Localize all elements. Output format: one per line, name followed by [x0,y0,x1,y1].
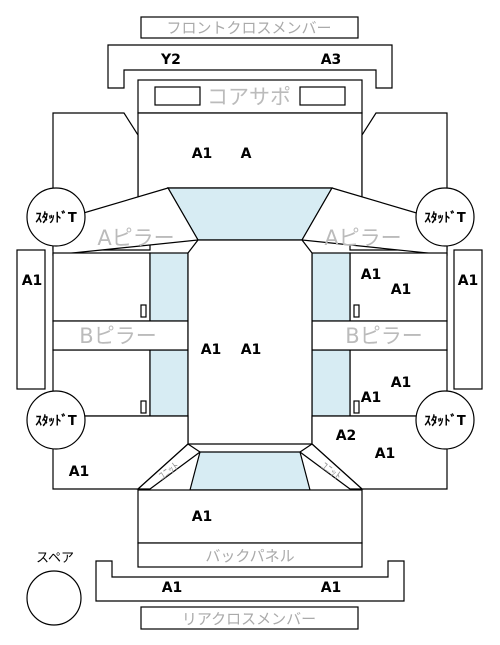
rear-member-bracket [95,560,405,602]
front-cross-member-label: フロントクロスメンバー [166,19,331,37]
right-side-panel [453,249,483,390]
left-rear-door-handle [140,400,147,414]
right-rear-door-grade-b: A1 [361,390,382,406]
left-front-window [149,252,189,322]
roof-right-grade: A1 [241,342,262,358]
b-pillar-right-label: Bピラー [345,324,422,348]
right-strut-mount [298,443,364,490]
headlight-left [154,86,201,106]
trunk-lid [137,489,363,544]
stud-rear-left-label: ｽﾀｯﾄﾞT [35,413,77,429]
stud-front-left-circle [26,187,86,247]
right-quarter-grade-b: A1 [375,446,396,462]
right-quarter-grade-a: A2 [336,428,357,444]
rear-member-right-grade: A1 [321,580,342,596]
right-rear-door-grade-a: A1 [391,375,412,391]
right-front-window [311,252,351,322]
stud-rear-right-circle [415,390,475,450]
spare-label: スペア [36,551,74,566]
right-front-door-grade-b: A1 [391,282,412,298]
right-front-door-handle [353,304,360,318]
back-panel-box [137,542,363,568]
stud-front-right-circle [415,187,475,247]
left-front-door-handle [140,304,147,318]
left-side-panel-grade: A1 [22,273,43,289]
right-rear-window [311,349,351,417]
front-cross-member-box [140,16,359,39]
right-rear-door-handle [353,400,360,414]
front-member-left-grade: Y2 [160,52,181,68]
roof-left-grade: A1 [201,342,222,358]
right-front-door [349,252,448,322]
rear-member-left-grade: A1 [162,580,183,596]
b-pillar-left-label: Bピラー [79,324,156,348]
trunk-grade: A1 [192,509,213,525]
left-strut-mount [136,443,202,490]
stud-rear-right-label: ｽﾀｯﾄﾞT [424,413,466,429]
rear-cross-member-box [140,606,359,630]
hood-right-grade: A [241,146,252,162]
front-member-right-grade: A3 [321,52,342,68]
left-rear-window [149,349,189,417]
left-side-panel [16,249,46,390]
stud-front-right-label: ｽﾀｯﾄﾞT [424,210,466,226]
b-pillar-left-shape [52,320,189,351]
stud-rear-left-circle [26,390,86,450]
front-member-bracket [107,44,393,89]
a-pillar-left-label: Aピラー [97,226,174,250]
spare-tire-circle [26,570,82,626]
headlight-right [299,86,346,106]
left-front-door [52,252,151,322]
right-front-door-grade-a: A1 [361,267,382,283]
back-panel-label: バックパネル [205,547,294,565]
stud-front-left-label: ｽﾀｯﾄﾞT [35,210,77,226]
hood-left-grade: A1 [192,146,213,162]
right-side-panel-grade: A1 [458,273,479,289]
rear-cross-member-label: リアクロスメンバー [182,610,316,628]
a-pillar-right-label: Aピラー [324,226,401,250]
core-support-label: コアサポ [207,85,291,109]
left-quarter-grade: A1 [69,464,90,480]
rear-window [189,451,311,491]
